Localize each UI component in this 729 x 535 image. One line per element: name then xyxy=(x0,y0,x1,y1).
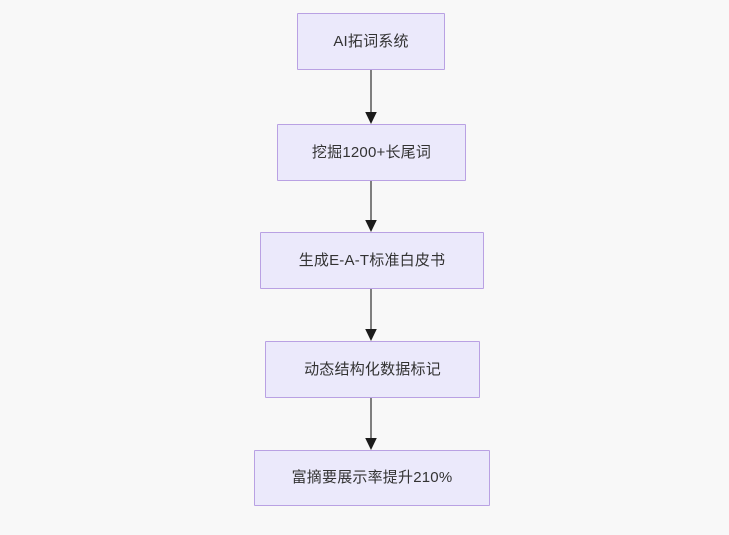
flow-node-label: 动态结构化数据标记 xyxy=(304,360,441,378)
flow-node-label: AI拓词系统 xyxy=(333,32,409,50)
flow-node-dynamic-structured-data-markup[interactable]: 动态结构化数据标记 xyxy=(265,341,480,398)
edge-node1-to-node2 xyxy=(365,70,377,124)
arrowhead-icon xyxy=(365,112,377,124)
edge-node3-to-node4 xyxy=(365,289,377,341)
flow-node-label: 挖掘1200+长尾词 xyxy=(311,143,432,161)
arrowhead-icon xyxy=(365,220,377,232)
flow-node-generate-eat-whitepaper[interactable]: 生成E-A-T标准白皮书 xyxy=(260,232,484,289)
edge-node4-to-node5 xyxy=(365,398,377,450)
flow-node-label: 生成E-A-T标准白皮书 xyxy=(298,251,446,269)
flow-node-rich-snippet-rate-increase[interactable]: 富摘要展示率提升210% xyxy=(254,450,490,506)
flow-node-ai-keyword-system[interactable]: AI拓词系统 xyxy=(297,13,445,70)
flow-node-mine-longtail-keywords[interactable]: 挖掘1200+长尾词 xyxy=(277,124,466,181)
arrowhead-icon xyxy=(365,329,377,341)
flow-node-label: 富摘要展示率提升210% xyxy=(291,469,453,486)
arrowhead-icon xyxy=(365,438,377,450)
edge-node2-to-node3 xyxy=(365,181,377,232)
